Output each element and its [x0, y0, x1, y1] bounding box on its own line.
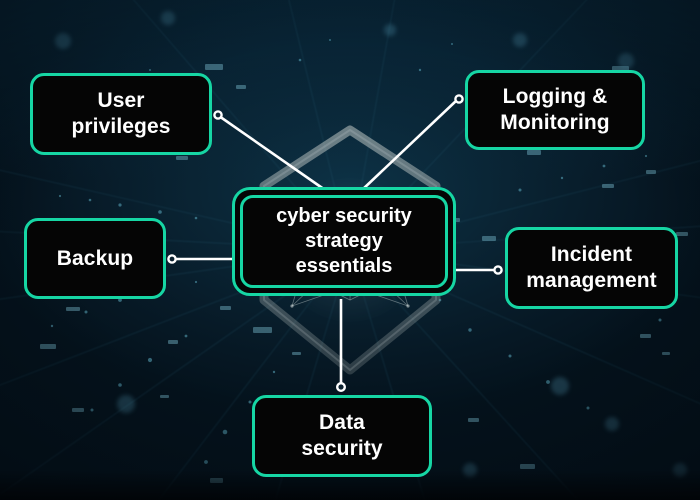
connector-dot-user-privileges [213, 110, 223, 120]
node-center-cyber-security-strategy-essentials[interactable]: cyber security strategy essentials [232, 187, 456, 296]
node-user-privileges-label: User privileges [71, 89, 171, 138]
node-backup[interactable]: Backup [24, 218, 166, 299]
connector-user-privileges [218, 114, 329, 194]
connector-dot-data-security [336, 382, 347, 393]
node-logging-monitoring[interactable]: Logging & Monitoring [465, 70, 645, 150]
node-user-privileges[interactable]: User privileges [30, 73, 212, 155]
node-backup-label: Backup [56, 246, 134, 270]
node-center-inner: cyber security strategy essentials [240, 195, 448, 288]
node-data-security[interactable]: Data security [252, 395, 432, 477]
connector-dot-backup [167, 254, 177, 264]
node-logging-monitoring-label: Logging & Monitoring [500, 85, 610, 134]
connector-dot-incident-management [493, 265, 503, 275]
node-center-label: cyber security strategy essentials [276, 205, 412, 277]
node-incident-management-label: Incident management [526, 243, 657, 292]
node-incident-management[interactable]: Incident management [505, 227, 678, 309]
connector-dot-logging-monitoring [454, 94, 464, 104]
node-data-security-label: Data security [301, 411, 383, 460]
connector-logging-monitoring [361, 99, 458, 191]
